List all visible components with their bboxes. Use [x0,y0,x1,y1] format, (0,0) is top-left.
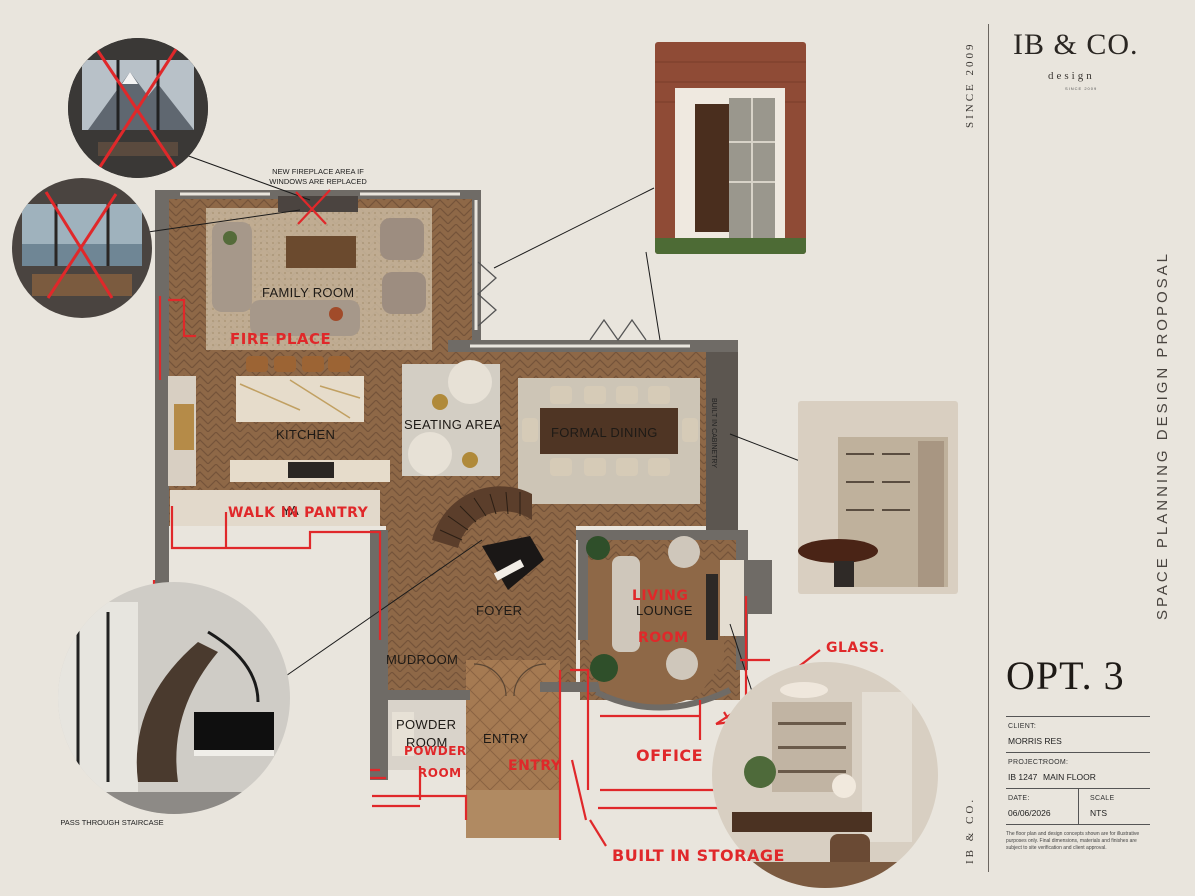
panel-divider [988,24,989,872]
scale-label: SCALE [1090,795,1115,802]
glass-markup: GLASS. [826,640,886,656]
date-value: 06/06/2026 [1008,808,1051,818]
lounge-label: LOUNGE [636,603,693,618]
mountain-window-icon [68,38,208,178]
french-door-icon [655,42,806,254]
logo-sub: design [1048,70,1095,82]
seating-furniture [408,360,492,476]
formal-dining-label: FORMAL DINING [551,425,658,440]
fine-print: The floor plan and design concepts shown… [1006,831,1140,851]
fireplace-note-line-2: WINDOWS ARE REPLACED [269,177,367,186]
lounge-furniture [586,536,744,711]
pantry-partial-label: YA [282,503,299,518]
client-value: MORRIS RES [1008,736,1062,746]
tb-rule-1 [1006,716,1150,717]
living-room-markup-1: LIVING [632,588,689,604]
dining-furniture [522,352,738,530]
lake-view-photo [12,178,152,318]
living-room-markup-2: ROOM [638,630,689,646]
staircase [432,486,544,590]
entry-markup: ENTRY [508,758,562,774]
french-doors-photo [655,42,806,254]
powder-vanity [392,712,414,756]
room-value: MAIN FLOOR [1043,772,1096,782]
lake-window-icon [12,178,152,318]
tb-vertical-rule [1078,788,1079,824]
logo-main: IB & CO. [1013,28,1139,61]
entry-doors [473,663,547,697]
seating-area-label: SEATING AREA [404,417,502,432]
foyer-floor [386,500,576,690]
kitchen-label: KITCHEN [276,427,336,442]
staircase-photo [58,582,290,814]
fireplace-note: NEW FIREPLACE AREA IF WINDOWS ARE REPLAC… [258,167,378,187]
powder-room-markup-2: ROOM [418,766,462,780]
powder-room-markup-1: POWDER [404,744,467,758]
logo-tiny: SINCE 2009 [1065,86,1098,91]
tb-rule-2 [1006,752,1150,753]
family-room-label: FAMILY ROOM [262,285,355,300]
powder-room-label-2: ROOM [406,735,448,750]
folding-door-top [589,318,647,342]
client-label: CLIENT: [1008,723,1037,730]
built-in-storage-markup: BUILT IN STORAGE [612,846,785,865]
folding-door-left [477,261,497,327]
tb-rule-4 [1006,824,1150,825]
kitchen-furniture [168,356,390,526]
foyer-label: FOYER [476,603,523,618]
office-markup: OFFICE [636,746,704,765]
family-furniture [212,196,426,336]
staircase-caption: PASS THROUGH STAIRCASE [60,818,164,827]
office-desk-icon [712,662,938,888]
proposal-title: SPACE PLANNING DESIGN PROPOSAL [1154,251,1171,620]
builtin-cabinet-photo [798,401,958,594]
scale-value: NTS [1090,808,1107,818]
fireplace-note-line-1: NEW FIREPLACE AREA IF [272,167,364,176]
cabinet-icon [798,401,958,594]
project-label: PROJECT: [1008,759,1045,766]
powder-room-label-1: POWDER [396,717,457,732]
entry-label: ENTRY [483,731,529,746]
mountain-view-photo [68,38,208,178]
walk-in-pantry-markup: WALK IN PANTRY [228,505,369,521]
office-photo [712,662,938,888]
fire-place-markup: FIRE PLACE [230,330,332,348]
since-text: SINCE 2009 [964,41,976,128]
project-value: IB 1247 [1008,772,1038,782]
mudroom-label: MUDROOM [386,652,459,667]
entry-pavers [466,790,560,838]
room-label: ROOM: [1043,759,1069,766]
spiral-stair-icon [58,582,290,814]
date-label: DATE: [1008,795,1030,802]
option-label: OPT. 3 [1006,653,1125,698]
builtin-cabinet-caption: BUILT IN CABINETRY [710,398,717,469]
footer-mark: IB & CO. [964,796,976,864]
